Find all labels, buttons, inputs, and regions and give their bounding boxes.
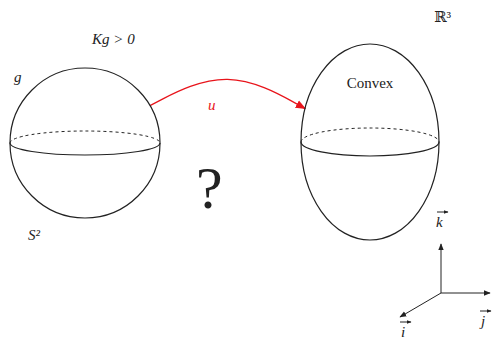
- ellipse-outline: [300, 43, 440, 241]
- curvature-label: Kg > 0: [92, 30, 135, 48]
- manifold-label: S²: [28, 226, 40, 244]
- surface-label: Convex: [347, 74, 394, 92]
- question-mark: ?: [196, 152, 223, 224]
- vector-arrow: [437, 212, 448, 213]
- mapping-arrow: [150, 79, 305, 108]
- axis-label: j: [481, 312, 485, 330]
- metric-label: g: [14, 68, 22, 86]
- map-label: u: [208, 96, 216, 114]
- axis-k: [441, 244, 442, 293]
- vector-arrow: [480, 311, 491, 312]
- sphere-node: gS²: [9, 67, 161, 219]
- vector-arrow: [400, 322, 411, 323]
- axis-j: [441, 293, 490, 294]
- axis-label: k: [436, 213, 443, 231]
- space-label: ℝ³: [434, 8, 451, 26]
- axis-label: i: [401, 323, 405, 341]
- axis-i: [400, 293, 441, 317]
- convex-surface: Convex: [300, 43, 440, 241]
- circle-outline: [9, 67, 161, 219]
